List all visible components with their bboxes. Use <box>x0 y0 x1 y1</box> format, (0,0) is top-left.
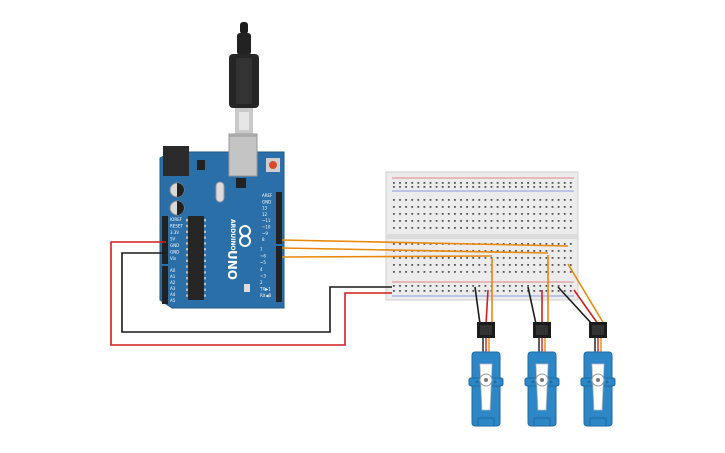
pin-label: ~6 <box>260 254 266 259</box>
pin-label: Vin <box>170 256 177 261</box>
arduino-uno[interactable]: ARDUINO UNO AREFGND1312~11~10~987~6~54~3… <box>159 135 285 309</box>
pin-label: IOREF <box>170 217 183 222</box>
pin-label: 5V <box>170 237 176 242</box>
digital-header-top <box>276 192 282 244</box>
servo-1[interactable] <box>468 258 504 427</box>
dc-power-jack <box>163 146 189 176</box>
pin-label: A5 <box>170 298 176 303</box>
pin-label: 3.3V <box>170 230 179 235</box>
pin-label: TX▶1 <box>259 287 271 292</box>
pin-label: 12 <box>262 212 268 217</box>
pin-label: ~3 <box>260 273 266 278</box>
pin-label: GND <box>170 250 179 255</box>
servo-horn <box>591 363 605 411</box>
pin-label: GND <box>262 199 271 204</box>
pin-label: ~11 <box>262 218 271 223</box>
pin-label: A1 <box>170 274 176 279</box>
pin-label: 4 <box>260 267 263 272</box>
digital-header-bottom <box>276 246 282 302</box>
ground-wire[interactable] <box>121 252 392 333</box>
pin-label: A3 <box>170 286 176 291</box>
pin-label: ~5 <box>260 260 266 265</box>
usb-port <box>228 135 258 177</box>
pin-label: GND <box>170 243 179 248</box>
wires <box>110 239 569 346</box>
servo-horn <box>479 363 493 411</box>
arduino-model-label: UNO <box>225 250 239 280</box>
servo-3[interactable] <box>557 263 616 427</box>
signal-wire-3[interactable] <box>281 255 493 258</box>
microcontroller-chip <box>186 216 206 300</box>
pin-label: RX◀0 <box>260 293 272 298</box>
power-wire-5v[interactable] <box>110 241 392 346</box>
servo-horn <box>535 363 549 411</box>
servo-2[interactable] <box>524 255 560 427</box>
analog-header <box>162 266 168 304</box>
pin-label: 2 <box>260 280 263 285</box>
pin-label: 13 <box>262 206 268 211</box>
pin-label: RESET <box>170 224 183 229</box>
arduino-logo: ARDUINO UNO <box>225 219 251 280</box>
arduino-brand-label: ARDUINO <box>229 219 236 250</box>
pin-label: A2 <box>170 280 176 285</box>
crystal-oscillator <box>215 181 225 203</box>
pin-label: AREF <box>262 193 273 198</box>
signal-wire-2[interactable] <box>281 247 549 254</box>
pin-label: A4 <box>170 292 176 297</box>
pin-label: 7 <box>260 247 263 252</box>
power-header <box>162 216 168 264</box>
pin-label: A0 <box>170 268 176 273</box>
breadboard[interactable] <box>385 171 579 301</box>
signal-wire-1[interactable] <box>281 239 569 247</box>
pin-label: 8 <box>262 237 265 242</box>
pin-label: ~9 <box>262 231 268 236</box>
pin-label: ~10 <box>262 225 271 230</box>
